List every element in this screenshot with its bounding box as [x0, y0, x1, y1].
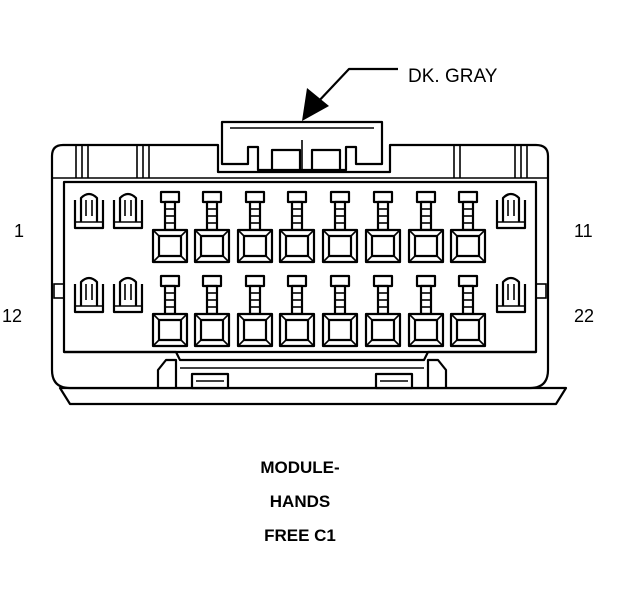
cavity-bottom-small-2: [112, 276, 144, 314]
cavity-bottom-large-6: [364, 274, 402, 348]
cavity-top-small-2: [112, 192, 144, 230]
pin-label-22: 22: [574, 306, 594, 326]
terminal-cavities: [73, 190, 527, 348]
cavity-top-large-7: [407, 190, 445, 264]
cavity-bottom-large-5: [321, 274, 359, 348]
cavity-bottom-large-1: [151, 274, 189, 348]
caption-line-1: MODULE-: [260, 458, 339, 477]
cavity-top-large-3: [236, 190, 274, 264]
cavity-top-large-5: [321, 190, 359, 264]
rim-ribs: [75, 146, 528, 178]
cavity-top-small-1: [73, 192, 105, 230]
caption-line-3: FREE C1: [264, 526, 336, 545]
cavity-bottom-large-7: [407, 274, 445, 348]
cavity-top-large-1: [151, 190, 189, 264]
cavity-bottom-large-2: [193, 274, 231, 348]
color-pointer-arrow: [302, 67, 398, 121]
cavity-bottom-large-3: [236, 274, 274, 348]
wire-color-label: DK. GRAY: [408, 66, 498, 87]
cavity-bottom-small-1: [73, 276, 105, 314]
cavity-top-large-4: [278, 190, 316, 264]
cavity-bottom-small-3: [495, 276, 527, 314]
pin-label-11: 11: [574, 221, 593, 241]
cavity-top-large-8: [449, 190, 487, 264]
cavity-bottom-large-4: [278, 274, 316, 348]
cavity-top-large-2: [193, 190, 231, 264]
cavity-top-small-3: [495, 192, 527, 230]
pin-label-12: 12: [2, 306, 22, 326]
connector-body: [50, 143, 568, 406]
cavity-top-large-6: [364, 190, 402, 264]
pin-label-1: 1: [14, 221, 24, 241]
caption-line-2: HANDS: [270, 492, 330, 511]
cavity-bottom-large-8: [449, 274, 487, 348]
locking-tab: [220, 120, 384, 172]
